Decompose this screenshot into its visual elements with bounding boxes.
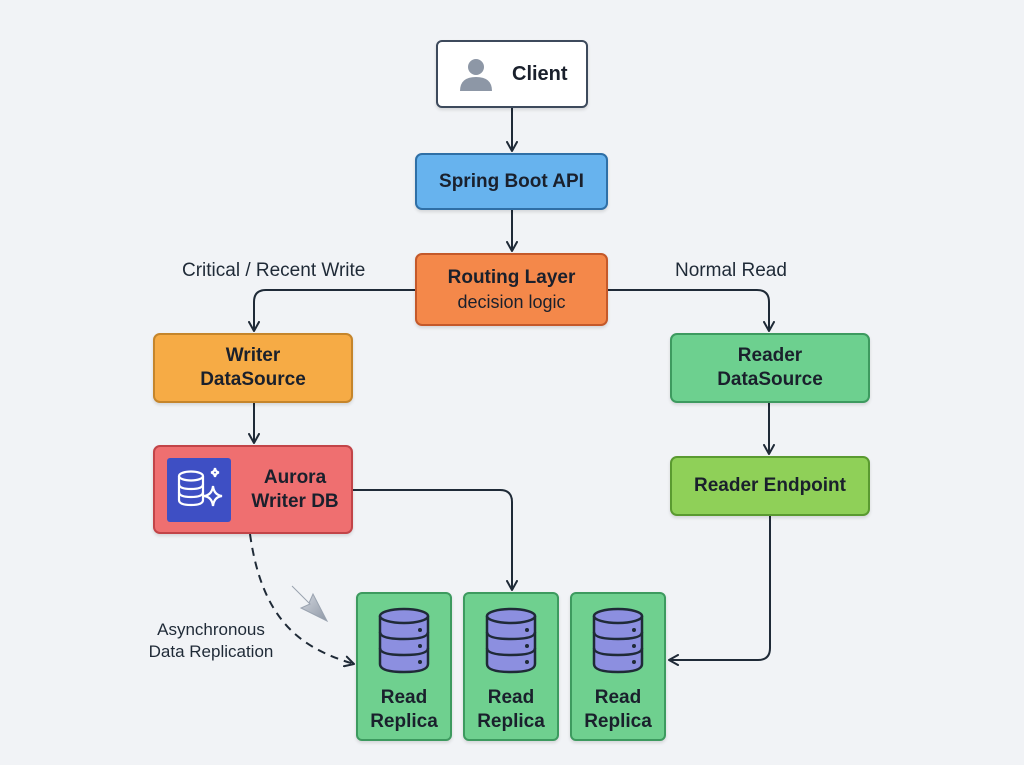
edge-routing-to-reader-ds bbox=[608, 289, 775, 332]
read-replica-line1: Read bbox=[594, 687, 642, 708]
async-replication-line2: Data Replication bbox=[148, 642, 274, 661]
writer-datasource-line1: Writer bbox=[225, 345, 281, 366]
edge-label-async-replication: Asynchronous Data Replication bbox=[126, 619, 296, 663]
edge-label-normal-read: Normal Read bbox=[675, 260, 787, 281]
read-replica-node: Read Replica bbox=[356, 592, 452, 741]
routing-layer-sublabel: decision logic bbox=[457, 291, 566, 312]
client-label: Client bbox=[512, 63, 568, 85]
aurora-database-icon bbox=[167, 457, 231, 522]
database-cylinder-icon bbox=[378, 607, 430, 674]
read-replica-node: Read Replica bbox=[570, 592, 666, 741]
read-replica-line1: Read bbox=[380, 687, 428, 708]
edge-routing-to-writer-ds bbox=[248, 289, 415, 332]
edge-label-critical-write: Critical / Recent Write bbox=[182, 260, 366, 281]
reader-endpoint-node: Reader Endpoint bbox=[670, 456, 870, 516]
read-replica-line2: Replica bbox=[477, 711, 545, 732]
async-replication-line1: Asynchronous bbox=[157, 620, 265, 639]
database-cylinder-icon bbox=[485, 607, 537, 674]
read-replica-line1: Read bbox=[487, 687, 535, 708]
client-node: Client bbox=[436, 40, 588, 108]
writer-datasource-line2: DataSource bbox=[200, 369, 306, 390]
routing-layer-label: Routing Layer bbox=[447, 266, 576, 288]
reader-datasource-line2: DataSource bbox=[717, 369, 823, 390]
spring-boot-api-label: Spring Boot API bbox=[439, 170, 584, 192]
aurora-writer-db-node: Aurora Writer DB bbox=[153, 445, 353, 534]
edge-endpoint-to-replica bbox=[668, 516, 771, 666]
read-replica-node: Read Replica bbox=[463, 592, 559, 741]
routing-layer-node: Routing Layer decision logic bbox=[415, 253, 608, 326]
reader-endpoint-label: Reader Endpoint bbox=[693, 475, 846, 496]
user-icon bbox=[460, 59, 492, 91]
aurora-writer-db-line2: Writer DB bbox=[251, 490, 339, 512]
read-replica-line2: Replica bbox=[584, 711, 652, 732]
writer-datasource-node: Writer DataSource bbox=[153, 333, 353, 403]
edge-aurora-to-replica bbox=[353, 489, 518, 591]
edge-async-replication bbox=[249, 533, 355, 668]
reader-datasource-node: Reader DataSource bbox=[670, 333, 870, 403]
spring-boot-api-node: Spring Boot API bbox=[415, 153, 608, 210]
read-replica-line2: Replica bbox=[370, 711, 438, 732]
replication-direction-icon bbox=[291, 585, 329, 623]
reader-datasource-line1: Reader bbox=[737, 345, 803, 366]
database-cylinder-icon bbox=[592, 607, 644, 674]
aurora-writer-db-line1: Aurora bbox=[263, 466, 327, 488]
